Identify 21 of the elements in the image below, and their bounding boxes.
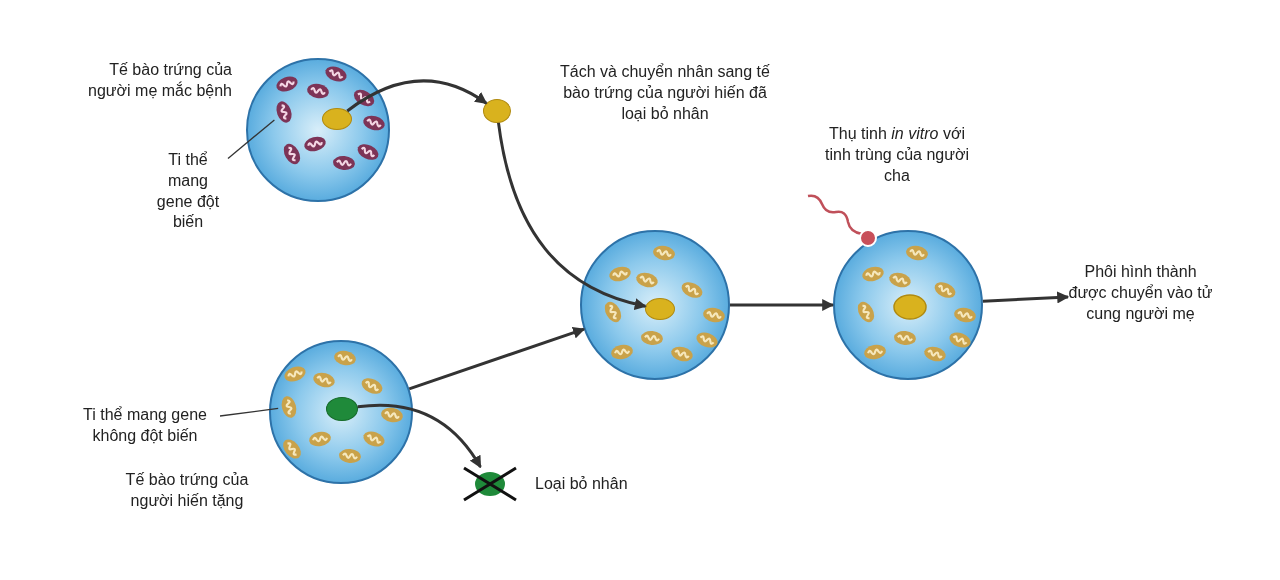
node-label: Loại bỏ nhân bbox=[535, 474, 629, 494]
node-label: Tế bào trứng của người mẹ mắc bệnh bbox=[87, 60, 232, 101]
arrow bbox=[730, 299, 835, 311]
mitochondrion-label: Ti thể mang gene không đột biến bbox=[70, 405, 220, 447]
discarded-nucleus-icon bbox=[462, 466, 518, 502]
annotation-text: Thụ tinh in vitro với tinh trùng của người cha bbox=[824, 124, 970, 186]
arrow bbox=[346, 79, 488, 113]
nucleus bbox=[483, 99, 511, 123]
arrow bbox=[497, 122, 647, 310]
node-label: Tế bào trứng của người hiến tặng bbox=[124, 470, 250, 511]
arrow bbox=[408, 327, 586, 391]
arrow bbox=[982, 291, 1070, 304]
node-label: Tách và chuyển nhân sang tế bào trứng của người hiến đã loại bỏ nhân bbox=[559, 62, 771, 124]
mitochondrion-label: Ti thể mang gene đột biến bbox=[148, 150, 228, 234]
nucleus bbox=[322, 108, 352, 130]
outcome-text: Phôi hình thành được chuyển vào tử cung người mẹ bbox=[1068, 262, 1213, 325]
arrow bbox=[357, 403, 482, 469]
nucleus bbox=[326, 397, 358, 421]
leader-line bbox=[219, 407, 279, 417]
leader-line bbox=[227, 119, 276, 160]
nucleus bbox=[645, 298, 675, 320]
